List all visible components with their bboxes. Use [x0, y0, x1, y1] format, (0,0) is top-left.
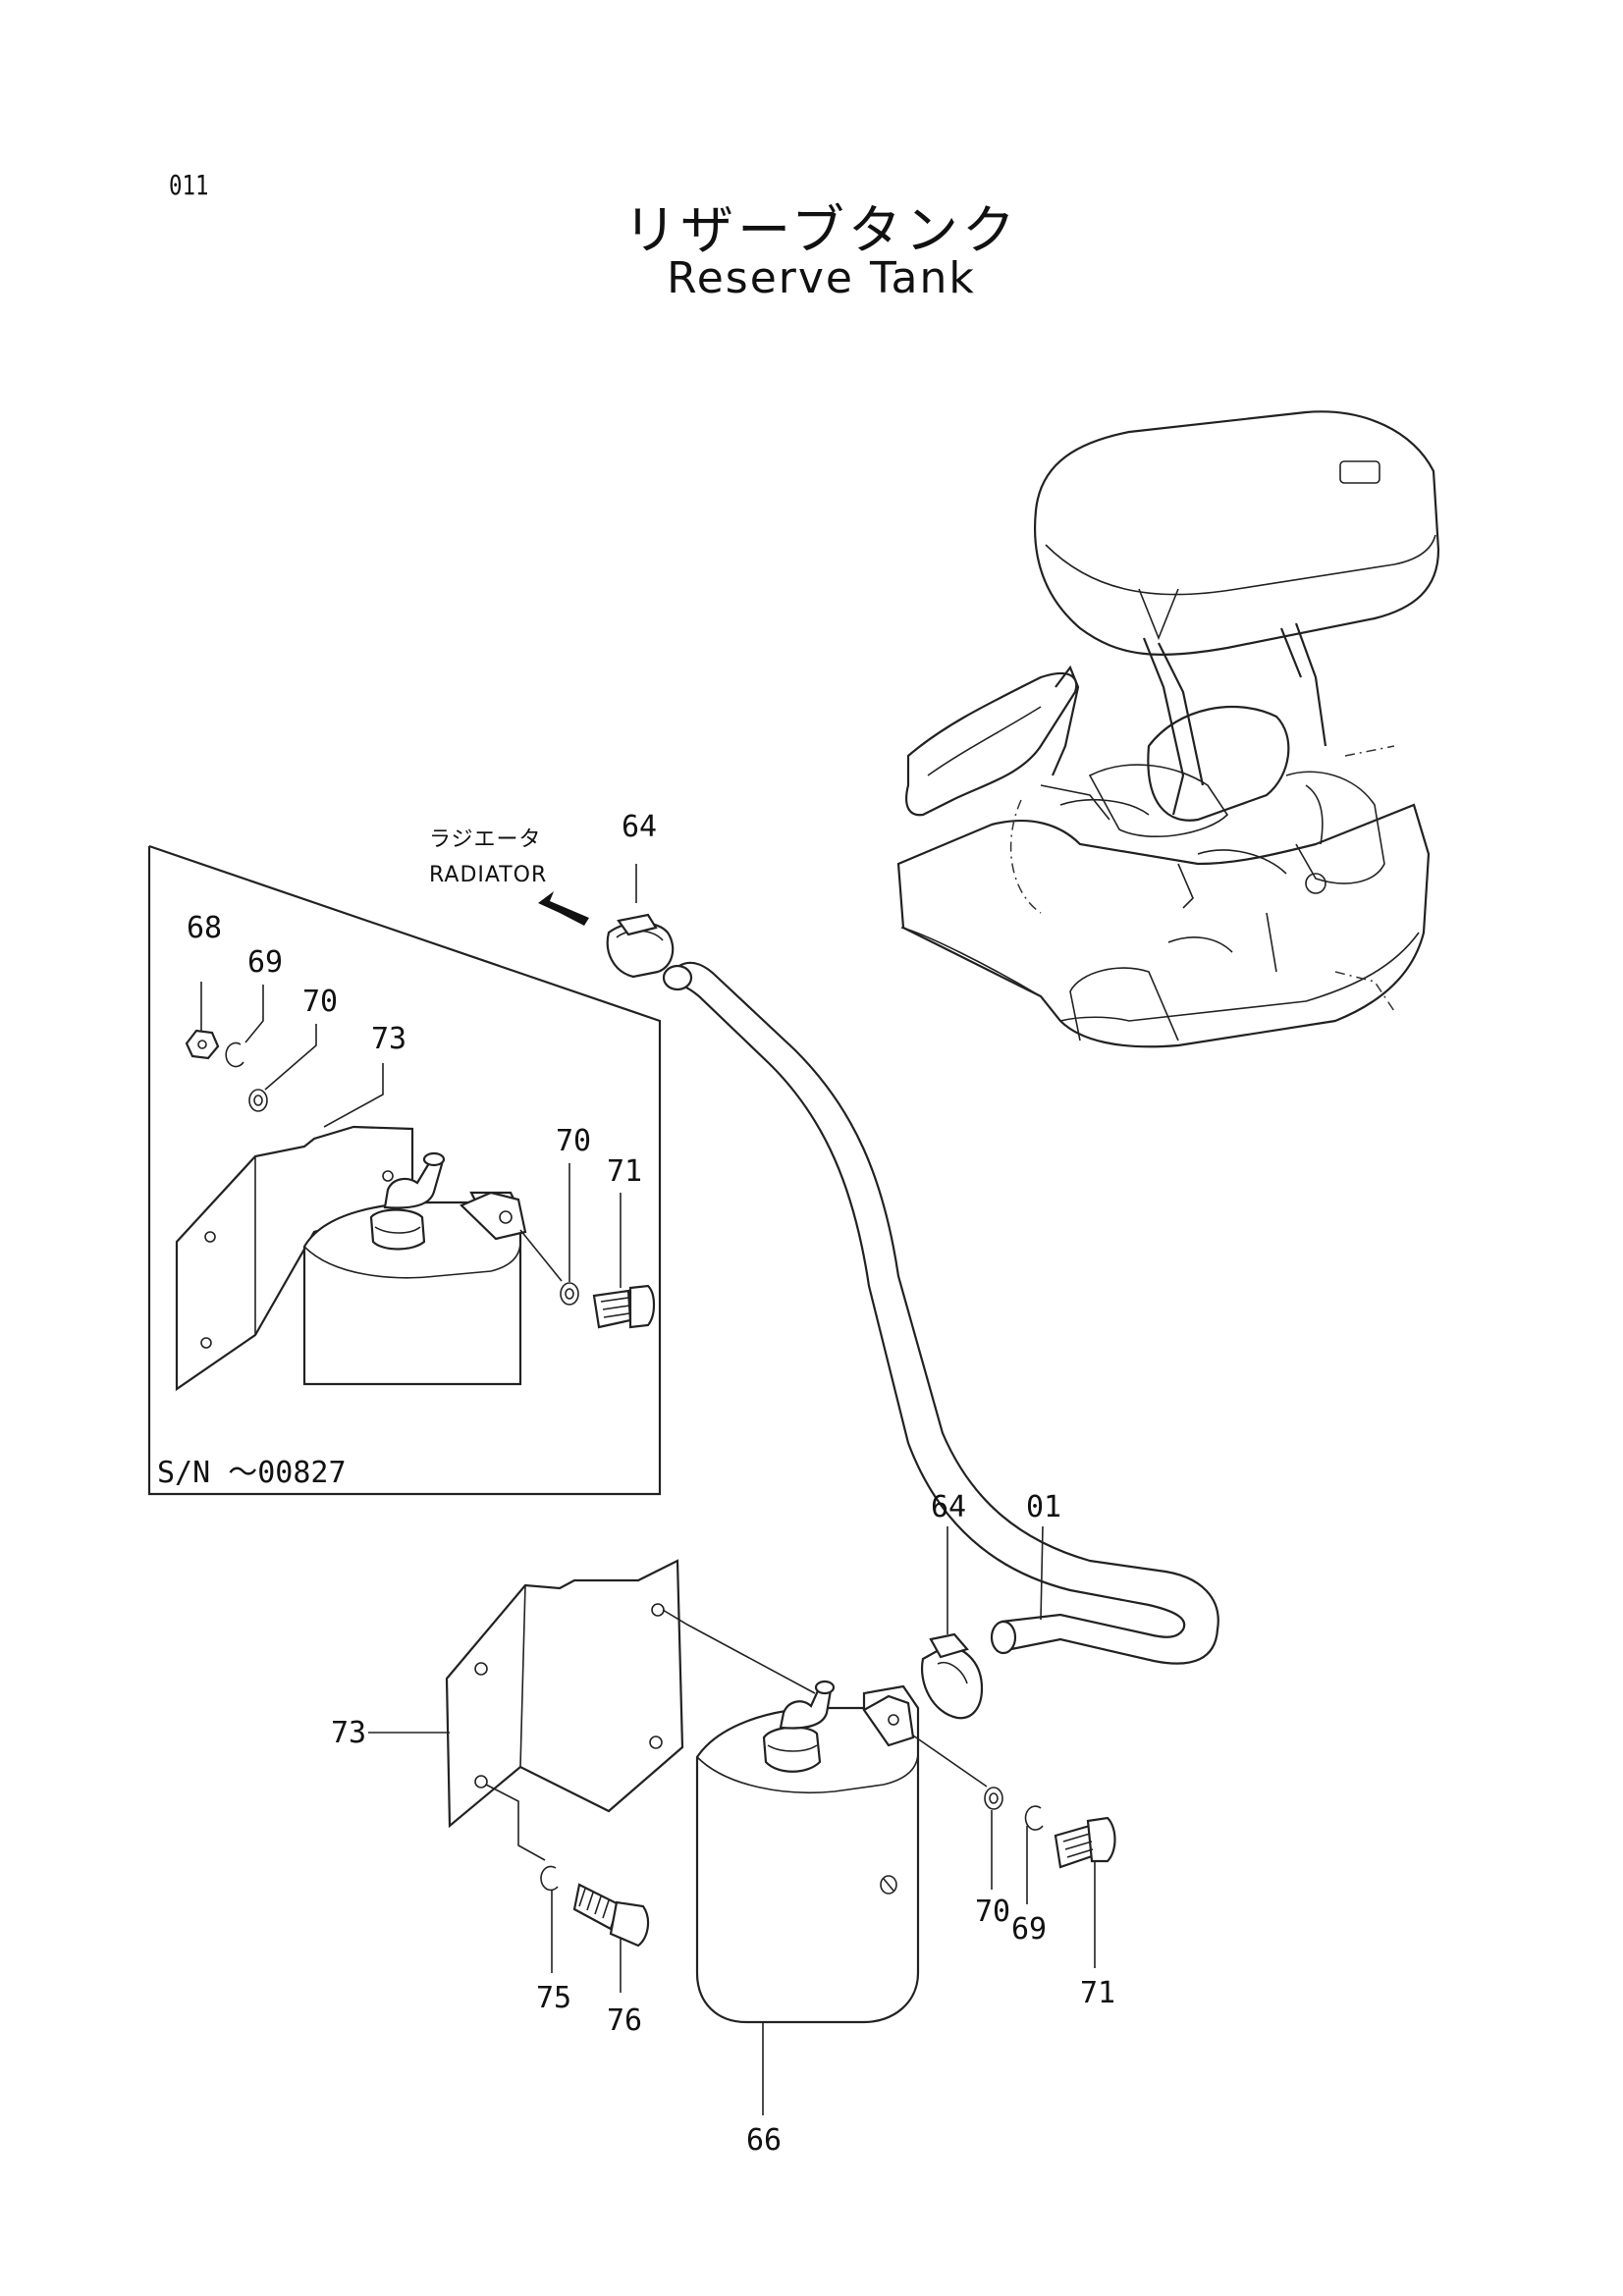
bracket-73-main [368, 1559, 684, 1829]
callout-70-main: 70 [975, 1895, 1010, 1929]
snap-ring-69-main [1024, 1805, 1044, 1904]
serial-number-inset [147, 844, 662, 1496]
callout-64-top: 64 [622, 810, 657, 844]
clamp-64-top [606, 864, 675, 979]
callout-71-inset: 71 [607, 1154, 642, 1189]
reserve-tank-66 [485, 1609, 988, 2115]
callout-71-main: 71 [1080, 1976, 1115, 2010]
excavator-illustration [896, 410, 1440, 1048]
radiator-english-label: RADIATOR [429, 863, 547, 887]
callout-73-main: 73 [331, 1716, 366, 1750]
bolt-71-main [1054, 1816, 1116, 1968]
callout-69-inset: 69 [247, 945, 283, 980]
callout-73-inset: 73 [371, 1022, 406, 1056]
hose-01 [662, 961, 1219, 1665]
callout-70-inset-b: 70 [556, 1124, 591, 1158]
washer-70-main [984, 1787, 1003, 1890]
callout-70-inset-a: 70 [302, 985, 338, 1019]
bolt-76 [572, 1883, 650, 1993]
radiator-direction-arrow-icon [538, 891, 589, 926]
snap-ring-75 [540, 1865, 559, 1973]
page-number: 011 [169, 169, 209, 201]
callout-68: 68 [187, 911, 222, 945]
serial-number-note: S/N ～00827 [157, 1456, 347, 1490]
radiator-japanese-label: ラジエータ [429, 828, 542, 852]
page-title-english: Reserve Tank [667, 253, 976, 303]
page-title-japanese: リザーブタンク [623, 199, 1019, 261]
callout-76: 76 [607, 2003, 642, 2038]
callout-69-main: 69 [1011, 1912, 1047, 1947]
clamp-64-main [920, 1526, 984, 1720]
callout-01: 01 [1026, 1490, 1061, 1524]
callout-66: 66 [746, 2123, 782, 2158]
callout-64-main: 64 [931, 1490, 966, 1524]
callout-75: 75 [536, 1981, 571, 2015]
